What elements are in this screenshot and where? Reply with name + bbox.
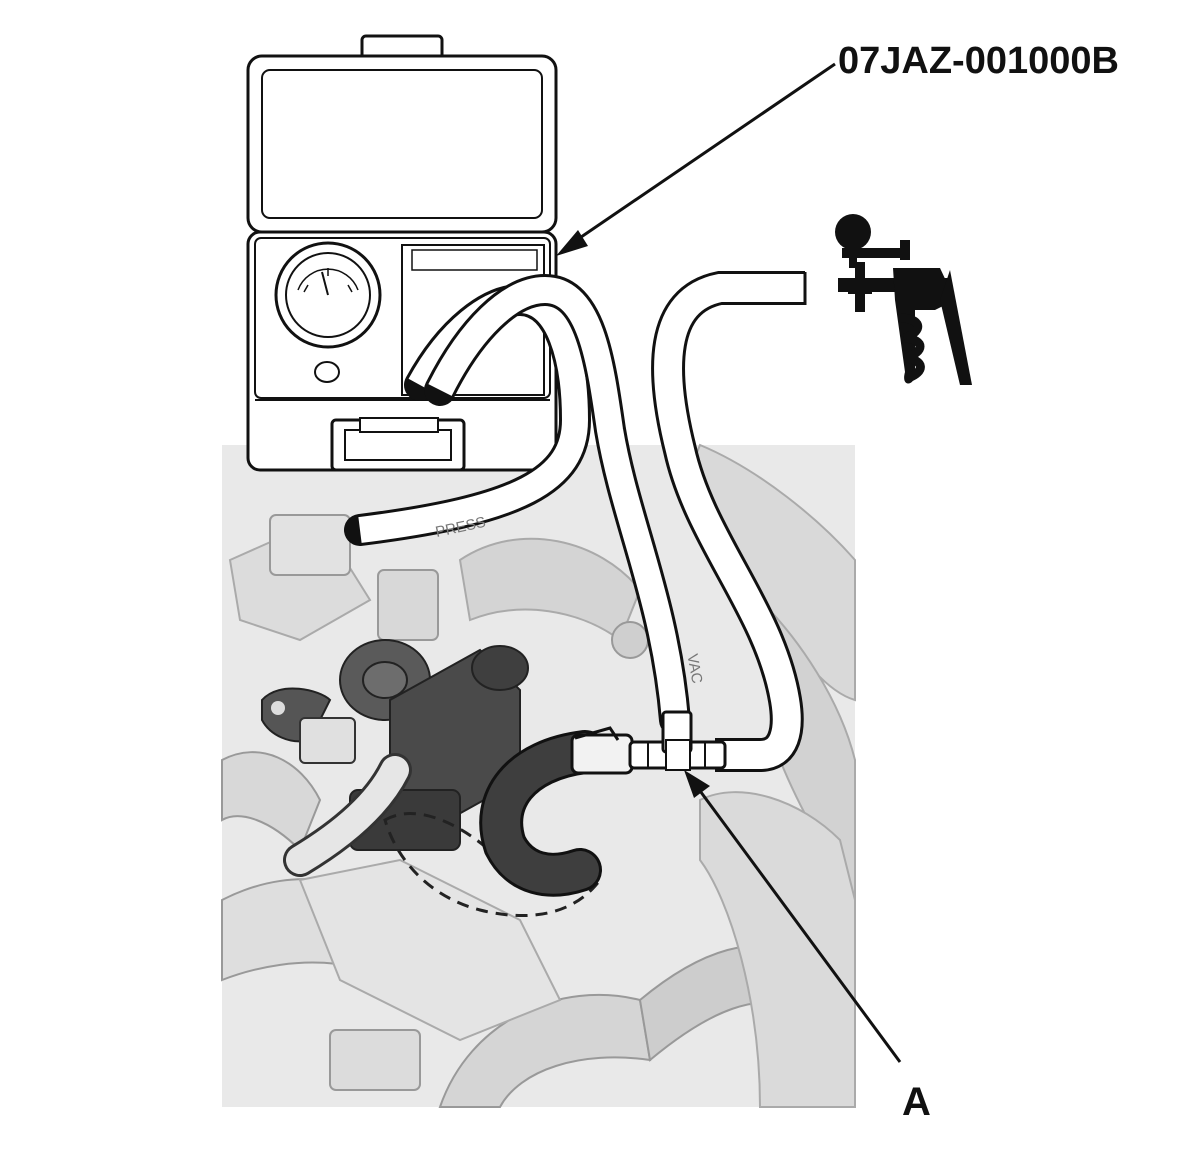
tool-part-number-label: 07JAZ-001000B [838,40,1119,82]
vac-hose-marking: VAC [683,653,705,685]
pump-hose [651,271,807,772]
hand-vacuum-pump-icon [835,214,972,385]
purge-solenoid-valve [261,639,602,918]
purge-hose [479,726,634,897]
callout-leaders [556,62,902,1063]
vacuum-pressure-tester-case [246,34,558,472]
joint-a-label: A [902,1080,931,1124]
vac-hose: VAC [424,273,705,736]
t-joint [628,710,727,771]
engine-bay-illustration [221,443,856,1108]
